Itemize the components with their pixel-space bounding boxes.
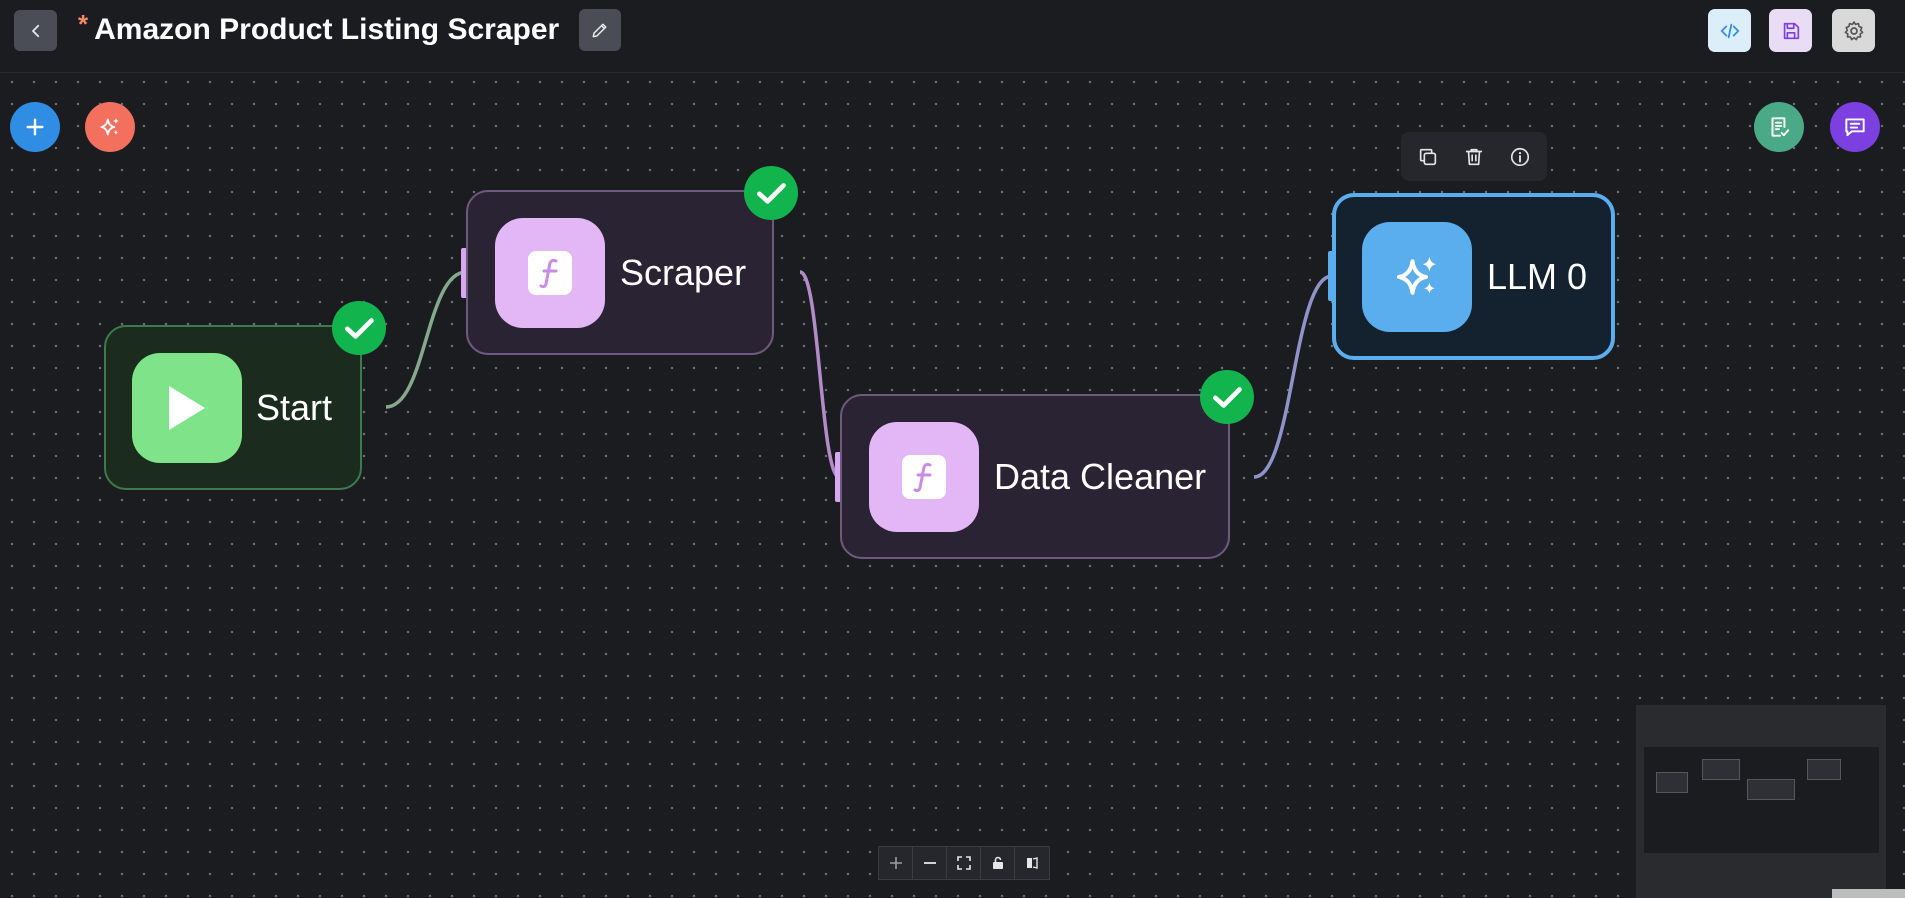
scraper-node-label: Scraper: [620, 251, 747, 293]
minimap-node: [1807, 759, 1841, 780]
zoom-controls: [878, 846, 1050, 880]
scrollbar[interactable]: [1832, 889, 1905, 898]
scraper-node-icon-tile: [495, 217, 605, 328]
pencil-icon: [592, 23, 607, 38]
node-info-button[interactable]: [1503, 140, 1537, 174]
info-icon: [1510, 147, 1530, 166]
unsaved-marker: *: [78, 8, 89, 39]
page-title: * Amazon Product Listing Scraper: [78, 8, 560, 49]
scraper-node[interactable]: Scraper: [466, 190, 774, 355]
zoom-out-icon: [923, 862, 936, 864]
ai-assist-button[interactable]: [85, 102, 135, 152]
zoom-in-button[interactable]: [879, 847, 913, 879]
lock-button[interactable]: [981, 847, 1015, 879]
settings-button[interactable]: [1832, 9, 1875, 52]
minimap-node: [1747, 779, 1795, 800]
play-icon: [169, 385, 205, 430]
chat-button[interactable]: [1830, 102, 1880, 152]
top-bar: * Amazon Product Listing Scraper: [0, 0, 1905, 73]
start-success-check-icon: [332, 301, 386, 355]
zoom-out-button[interactable]: [913, 847, 947, 879]
code-button[interactable]: [1708, 9, 1751, 52]
plus-icon: [26, 118, 44, 136]
sparkles-icon: [1396, 256, 1437, 295]
clipboard-check-icon: [1771, 117, 1790, 137]
start-node[interactable]: Start: [104, 325, 362, 490]
checklist-button[interactable]: [1754, 102, 1804, 152]
save-button[interactable]: [1769, 9, 1812, 52]
code-icon: [1720, 23, 1739, 38]
chat-icon: [1845, 118, 1865, 137]
minimap-node: [1656, 772, 1688, 793]
copy-icon: [1419, 148, 1437, 165]
llm-node-icon-tile: [1362, 221, 1472, 332]
toggle-icon: [1027, 857, 1038, 869]
save-icon: [1783, 22, 1799, 39]
minimap[interactable]: [1636, 705, 1886, 898]
cleaner-node-label: Data Cleaner: [994, 455, 1207, 497]
gear-icon: [1844, 20, 1863, 40]
cleaner-success-check-icon: [1200, 370, 1254, 424]
chevron-left-icon: [31, 24, 39, 37]
function-icon: [902, 454, 946, 499]
node-toolbar: [1401, 132, 1547, 181]
cleaner-node-icon-tile: [869, 421, 979, 532]
zoom-in-icon: [889, 857, 902, 869]
llm-node-label: LLM 0: [1487, 255, 1588, 297]
fit-view-icon: [956, 856, 971, 870]
edit-title-button[interactable]: [579, 9, 621, 51]
start-node-label: Start: [256, 386, 333, 428]
minimap-viewport: [1644, 747, 1879, 853]
edge-cleaner-llm: [1253, 274, 1333, 479]
duplicate-node-button[interactable]: [1411, 140, 1445, 174]
back-button[interactable]: [14, 10, 57, 51]
add-node-button[interactable]: [10, 102, 60, 152]
scraper-success-check-icon: [744, 166, 798, 220]
workflow-title: Amazon Product Listing Scraper: [94, 13, 560, 46]
trash-icon: [1465, 148, 1483, 165]
start-node-icon-tile: [132, 352, 242, 463]
fit-view-button[interactable]: [947, 847, 981, 879]
function-icon: [528, 250, 572, 295]
data-cleaner-node[interactable]: Data Cleaner: [840, 394, 1230, 559]
edge-scraper-cleaner: [799, 270, 841, 480]
edge-start-scraper: [385, 270, 467, 409]
toggle-button[interactable]: [1015, 847, 1049, 879]
lock-icon: [992, 856, 1003, 869]
llm-node[interactable]: LLM 0: [1332, 193, 1615, 360]
sparkles-icon: [100, 117, 119, 136]
delete-node-button[interactable]: [1457, 140, 1491, 174]
minimap-node: [1702, 759, 1740, 780]
